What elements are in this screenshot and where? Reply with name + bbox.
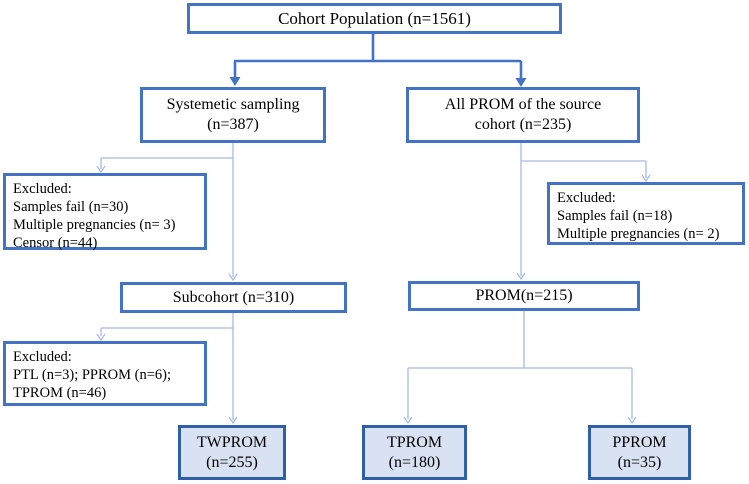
box-text-line: Excluded:	[13, 181, 72, 197]
box-text-line: (n=255)	[206, 453, 258, 471]
box-text-line: TPROM (n=46)	[13, 385, 107, 401]
arrowhead-to-subcohort	[228, 273, 238, 282]
connector-allprom-down	[520, 143, 647, 276]
box-text-line: Multiple pregnancies (n= 2)	[557, 226, 720, 242]
arrowhead-to-excluded-subcohort	[96, 333, 106, 342]
box-text-line: TWPROM	[196, 433, 268, 451]
box-text-line: Cohort Population (n=1561)	[278, 8, 471, 28]
box-text-line: All PROM of the source	[444, 96, 602, 113]
box-text-line: Systemetic sampling	[166, 96, 300, 113]
connector-top-split	[233, 34, 523, 79]
arrowhead-to-systemetic	[229, 77, 241, 86]
arrowhead-to-tprom	[403, 416, 413, 425]
node-systemetic-sampling: Systemetic sampling (n=387)	[140, 87, 326, 143]
node-cohort-population: Cohort Population (n=1561)	[187, 3, 562, 34]
node-twprom: TWPROM (n=255)	[178, 425, 286, 480]
node-subcohort: Subcohort (n=310)	[120, 282, 347, 313]
box-text-line: PPROM	[612, 433, 667, 451]
arrowhead-to-pprom	[627, 416, 637, 425]
box-text-line: (n=387)	[207, 116, 259, 133]
box-text-line: TPROM	[386, 433, 443, 451]
arrowhead-to-prom	[516, 272, 526, 281]
box-text-line: Samples fail (n=30)	[13, 199, 129, 215]
node-excluded-prom: Excluded: Samples fail (n=18) Multiple pre…	[547, 182, 745, 245]
arrowhead-to-all-prom	[515, 78, 527, 87]
arrowhead-to-excluded-sampling	[96, 165, 106, 174]
box-text-line: Samples fail (n=18)	[557, 208, 673, 224]
box-text-line: (n=180)	[388, 453, 441, 471]
box-text-line: PTL (n=3); PPROM (n=6);	[13, 367, 172, 383]
connector-systemetic-down	[100, 143, 234, 277]
box-text-line: PROM(n=215)	[475, 287, 573, 304]
node-excluded-sampling: Excluded: Samples fail (n=30) Multiple pre…	[3, 173, 207, 251]
box-text-line: Subcohort (n=310)	[172, 288, 295, 306]
connector-prom-split	[407, 311, 633, 419]
box-text-line: Censor (n=44)	[13, 235, 98, 251]
arrowhead-to-twprom	[228, 416, 238, 425]
box-text-line: Excluded:	[557, 190, 616, 206]
node-prom: PROM(n=215)	[408, 281, 640, 311]
connector-subcohort-down	[100, 313, 234, 420]
node-all-prom: All PROM of the source cohort (n=235)	[406, 87, 640, 143]
box-text-line: Excluded:	[13, 349, 72, 365]
box-text-line: (n=35)	[617, 453, 662, 471]
node-tprom: TPROM (n=180)	[362, 425, 467, 480]
arrowhead-to-excluded-prom	[641, 174, 651, 183]
node-excluded-subcohort: Excluded: PTL (n=3); PPROM (n=6); TPROM (n…	[3, 341, 207, 406]
node-pprom: PPROM (n=35)	[588, 425, 691, 480]
box-text-line: cohort (n=235)	[474, 116, 572, 133]
box-text-line: Multiple pregnancies (n= 3)	[13, 217, 176, 233]
